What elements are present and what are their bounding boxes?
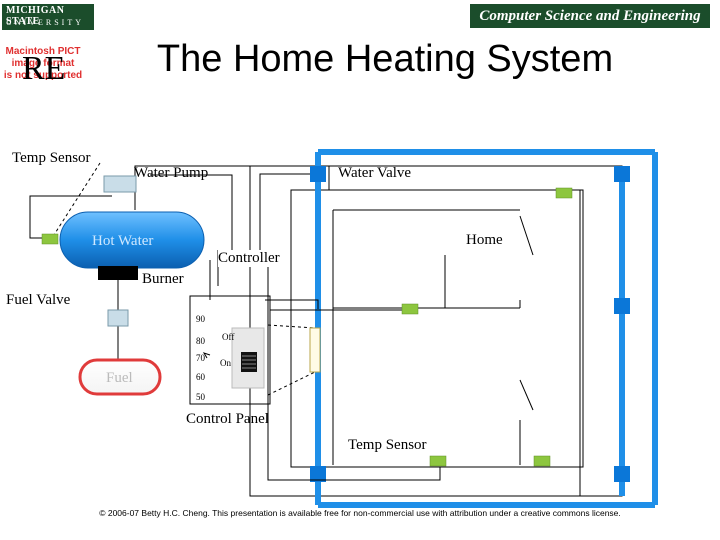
inner-wall: [290, 189, 584, 468]
pipe-joint-br: [614, 466, 630, 482]
door-swing-bottom: [519, 379, 534, 411]
msu-logo: MICHIGAN STATE UNIVERSITY: [2, 4, 94, 30]
scale-tick: 80: [196, 336, 205, 346]
pipe-joints: [310, 166, 630, 482]
label-temp-sensor-bottom: Temp Sensor: [348, 437, 427, 453]
valve-wire: [259, 173, 310, 260]
label-burner: Burner: [142, 271, 184, 287]
room-sensor-b: [555, 187, 573, 199]
temp-sensor-callout: [51, 162, 101, 239]
panel-callout-bottom: [267, 371, 316, 396]
label-control-panel: Control Panel: [186, 411, 269, 427]
fuel-valve: [107, 309, 129, 327]
pipe-joint-water-valve: [310, 166, 326, 182]
label-fuel-valve: Fuel Valve: [6, 292, 71, 308]
room-sensor-c: [429, 455, 447, 467]
panel-callout-top: [267, 324, 316, 329]
switch-off-label: Off: [222, 332, 235, 342]
temp-pointer: [202, 352, 211, 359]
pipe-joint-tr: [614, 166, 630, 182]
sensor-wire-bottom: [267, 266, 441, 481]
scale-tick: 50: [196, 392, 205, 402]
switch-on-label: On: [220, 358, 231, 368]
pump-wire: [150, 174, 233, 256]
room-outline: [332, 209, 534, 465]
sensor-wire-top: [29, 195, 112, 239]
outer-wall: [249, 165, 623, 497]
pict-line1: Macintosh PICT: [5, 46, 81, 57]
thin-connections: [29, 165, 441, 481]
pict-line3: is not supported: [3, 70, 83, 81]
pict-placeholder: Macintosh PICT image format is not suppo…: [0, 46, 86, 90]
msu-logo-line1: MICHIGAN STATE: [6, 5, 65, 27]
label-home: Home: [466, 232, 503, 248]
pict-line2: image format: [11, 58, 75, 69]
room-sensor-d: [533, 455, 551, 467]
page-title: The Home Heating System: [156, 38, 614, 80]
water-pump: [103, 175, 137, 193]
switch-toggle: [241, 352, 257, 372]
label-controller: Controller: [218, 250, 280, 267]
switch-ridges: [242, 355, 256, 369]
msu-logo-line2: UNIVERSITY: [6, 18, 84, 27]
cse-logo: Computer Science and Engineering: [470, 4, 710, 28]
label-temp-sensor-top: Temp Sensor: [12, 150, 91, 166]
scale-tick: 90: [196, 314, 205, 324]
label-hot-water: Hot Water: [92, 233, 154, 249]
thermostat-unit: [309, 327, 321, 373]
tank-sensor: [41, 233, 59, 245]
sensors: [41, 187, 573, 467]
re-mark: RE: [22, 50, 66, 87]
scale-tick: 60: [196, 372, 205, 382]
scale-tick: 70: [196, 353, 205, 363]
controller-box: [189, 295, 271, 405]
pump-to-valve: [134, 165, 310, 178]
panel-wire: [265, 299, 319, 309]
label-water-valve: Water Valve: [338, 165, 412, 181]
pipe-joint-bl: [310, 466, 326, 482]
room-partition: [333, 255, 446, 309]
pipe-joint-r: [614, 298, 630, 314]
copyright-notice: © 2006-07 Betty H.C. Cheng. This present…: [99, 508, 621, 518]
house-walls: [249, 165, 623, 497]
burner: [98, 266, 138, 280]
label-water-pump: Water Pump: [134, 165, 209, 181]
door-swing-top: [519, 215, 534, 256]
callout-lines: [51, 162, 316, 396]
label-fuel: Fuel: [106, 370, 133, 386]
fuel-tank: [78, 358, 162, 396]
room-sensor-a: [401, 303, 419, 315]
